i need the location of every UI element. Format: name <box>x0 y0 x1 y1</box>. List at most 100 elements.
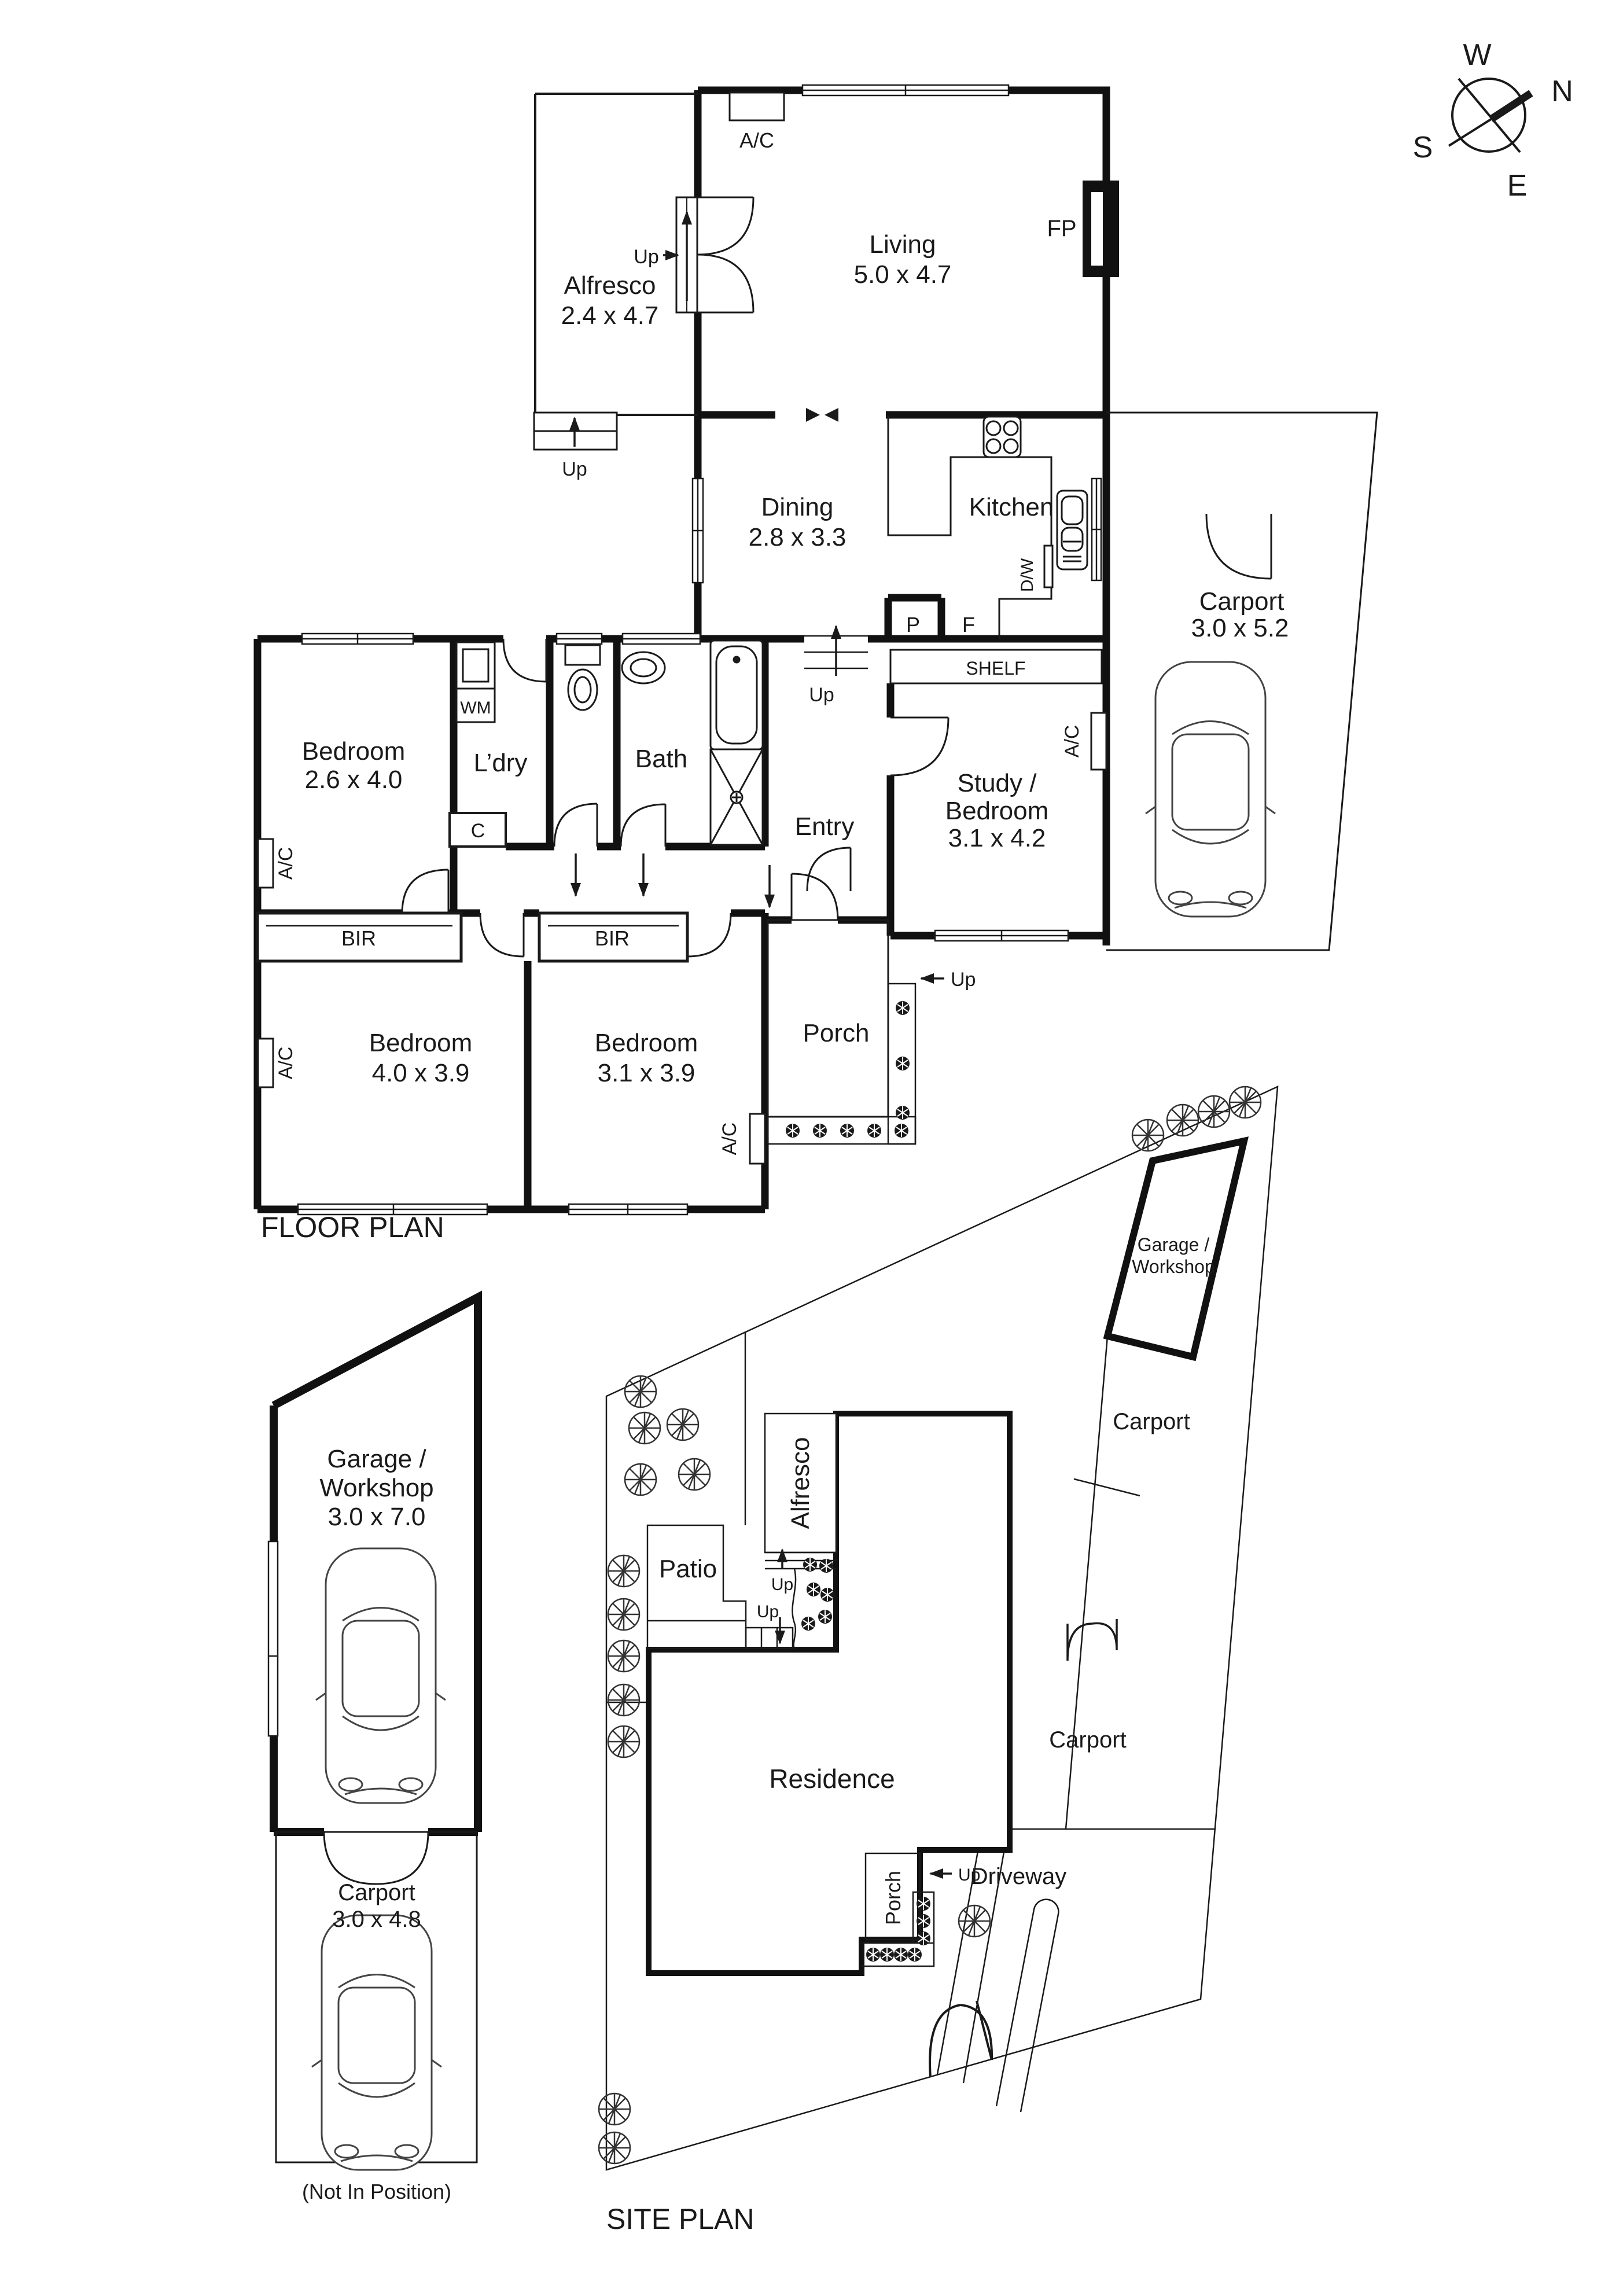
entry-label: Entry <box>795 812 855 841</box>
flower-icon <box>840 1123 855 1138</box>
carport-fp-dims: 3.0 x 5.2 <box>1191 614 1289 642</box>
bath-label: Bath <box>635 745 688 773</box>
site-arrows <box>775 1548 952 1879</box>
bedroom1-dims: 2.6 x 4.0 <box>305 766 403 794</box>
site-garage-label-2: Workshop <box>1132 1256 1215 1277</box>
shower-icon <box>709 748 764 846</box>
kitchen-label: Kitchen <box>969 493 1054 521</box>
bir1-label: BIR <box>341 926 376 950</box>
garage-out-label-2: Workshop <box>319 1474 433 1502</box>
car-icon <box>311 1914 443 2171</box>
site-garage-label-1: Garage / <box>1138 1234 1210 1255</box>
site-patio-label: Patio <box>659 1555 717 1583</box>
laundry-trough-icon <box>455 641 496 690</box>
aircon-living-label: A/C <box>739 128 774 152</box>
flower-icon <box>893 1947 908 1962</box>
bedroom2-label: Bedroom <box>369 1029 473 1057</box>
dining-label: Dining <box>761 493 834 521</box>
kitchen-fittings <box>887 415 1088 639</box>
tree-icon <box>598 2131 631 2165</box>
laundry-label: L’dry <box>474 749 528 777</box>
fp-labels: Living 5.0 x 4.7 Alfresco 2.4 x 4.7 Dini… <box>261 128 1289 1243</box>
up-label-alfresco-steps: Up <box>562 458 587 480</box>
flower-icon <box>895 1000 910 1015</box>
tree-icon <box>624 1375 657 1408</box>
compass-north: N <box>1551 75 1573 108</box>
bedroom1-door <box>401 869 450 914</box>
bedroom3-door <box>686 912 732 958</box>
carport-fp <box>1106 411 1378 951</box>
window-bedroom1-top <box>301 632 414 645</box>
garage-out-dims: 3.0 x 7.0 <box>328 1503 426 1531</box>
window-dining-left <box>691 477 704 584</box>
fridge-label: F <box>962 613 975 636</box>
compass-needle-tail <box>1448 118 1492 147</box>
tree-icon <box>666 1408 700 1441</box>
dishwasher-label: D/W <box>1018 558 1037 592</box>
bath-door <box>620 803 667 847</box>
carport-strip-cross <box>1073 1478 1140 1497</box>
alfresco-label: Alfresco <box>564 271 656 300</box>
tree-icon <box>598 2092 631 2126</box>
aircon-bedroom3-label: A/C <box>719 1123 741 1156</box>
washing-machine-icon <box>455 687 496 723</box>
flower-icon <box>818 1609 833 1624</box>
study-label-1: Study / <box>958 769 1037 797</box>
flower-icon <box>801 1616 816 1631</box>
fireplace-label: FP <box>1047 216 1076 241</box>
site-up-porch-label: Up <box>958 1866 980 1885</box>
flower-icon <box>895 1056 910 1071</box>
site-porch-label: Porch <box>881 1871 905 1925</box>
window-wc-top <box>555 632 603 645</box>
flower-icon <box>916 1914 931 1929</box>
outbuilding: Garage / Workshop 3.0 x 7.0 Carport 3.0 … <box>267 1290 482 2203</box>
garage-out-label-1: Garage / <box>327 1445 426 1473</box>
driveway-lanes <box>936 1828 1009 2084</box>
flower-icon <box>803 1557 818 1572</box>
site-garden-edge <box>792 1568 797 1650</box>
bir2-label: BIR <box>595 926 630 950</box>
compass-we-axis <box>1458 78 1521 153</box>
site-driveway-label: Driveway <box>971 1864 1066 1889</box>
site-boundary <box>605 1085 1279 2171</box>
porch-floor <box>767 919 889 1118</box>
window-study-bottom <box>934 929 1069 942</box>
tree-icon <box>628 1411 661 1445</box>
not-in-position-note: (Not In Position) <box>302 2180 451 2203</box>
site-patio <box>646 1524 747 1650</box>
tree-icon <box>958 1904 991 1938</box>
aircon-bedroom1-icon <box>257 838 274 889</box>
doors <box>401 196 1272 958</box>
aircon-living-icon <box>728 91 785 122</box>
up-label-alfresco-door: Up <box>634 246 658 268</box>
bedroom3-label: Bedroom <box>595 1029 698 1057</box>
robes <box>256 911 689 963</box>
cupboard-box <box>448 812 507 848</box>
bedroom2-door <box>479 912 525 958</box>
flower-icon <box>812 1123 827 1138</box>
dining-dims: 2.8 x 3.3 <box>749 523 847 551</box>
site-carport-lower-label: Carport <box>1049 1727 1126 1753</box>
bathtub-icon <box>709 639 764 750</box>
windows <box>297 84 1102 1216</box>
site-labels: Garage / Workshop Carport Carport Patio … <box>606 1234 1215 2235</box>
window-bedroom2-bottom <box>297 1203 488 1216</box>
window-living-top <box>801 84 1010 97</box>
bir2-box <box>538 911 689 963</box>
tree-icon <box>1131 1118 1165 1152</box>
site-porch-garden <box>862 1891 935 1967</box>
carport-out-label: Carport <box>338 1880 415 1905</box>
study-label-2: Bedroom <box>945 797 1049 825</box>
flower-icon <box>916 1896 931 1911</box>
tree-icon <box>624 1463 657 1496</box>
aircon-bedroom3-icon <box>749 1113 766 1165</box>
shelf-box <box>889 649 1103 685</box>
compass-needle-icon <box>1489 90 1533 123</box>
cupboard-label: C <box>471 820 485 842</box>
aircon-bedroom1-label: A/C <box>275 847 297 880</box>
flower-icon <box>866 1947 881 1962</box>
bir1-box <box>256 911 463 963</box>
fp-arrows <box>569 211 944 984</box>
aircon-study-label: A/C <box>1061 725 1083 758</box>
